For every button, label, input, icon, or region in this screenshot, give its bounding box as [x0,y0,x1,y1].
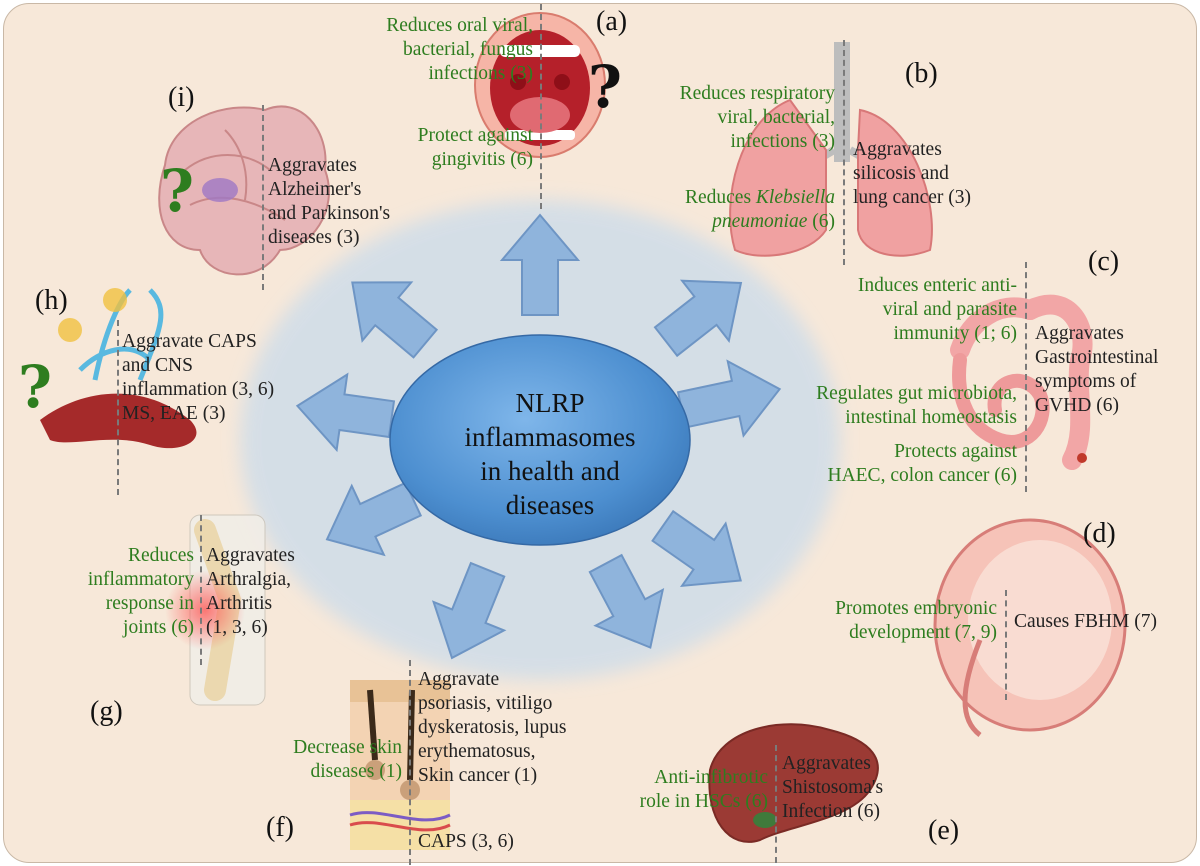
panel-f-harm-1: Aggravate psoriasis, vitiligo dyskeratos… [418,669,567,786]
panel-f-harm-2: CAPS (3, 6) [418,831,514,852]
arrow-down-left [431,561,507,660]
panel-b-benefit-2-italic-2: pneumoniae [712,211,808,232]
panel-c-harm-1: Aggravates Gastrointestinal symptoms of … [1035,323,1159,416]
panel-b-benefit-2: Reduces Klebsiella pneumoniae (6) [630,186,835,234]
hub-ellipse [389,334,691,546]
center-title: NLRP inflammasomes in health and disease… [464,388,636,520]
label-d: (d) [1083,518,1116,549]
panel-c-benefit-2: Regulates gut microbiota, intestinal hom… [816,383,1017,428]
divider-f [409,660,411,865]
knee-illustration [165,514,266,706]
label-b: (b) [905,58,938,89]
question-mark-h: ? [18,353,52,421]
panel-h-harm-1: Aggravate CAPS and CNS inflammation (3, … [122,331,275,424]
arrow-left [295,372,396,453]
panel-b-benefit-2-suffix: (6) [807,211,835,232]
arrow-left-down [325,481,423,557]
panel-i-harm-1: Aggravates Alzheimer's and Parkinson's d… [268,155,391,248]
panel-a-benefit-1: Reduces oral viral, bacterial, fungus in… [386,15,533,84]
arrow-right [676,359,782,438]
panel-b-benefit-1: Reduces respiratory viral, bacterial, in… [679,83,835,152]
uterus-illustration [933,518,1127,737]
divider-d [1005,590,1007,700]
label-g: (g) [90,696,123,727]
lungs-illustration [729,42,933,257]
label-c: (c) [1088,246,1120,277]
arrow-down-right [651,509,742,588]
divider-c [1025,262,1027,492]
brain-illustration [158,105,330,276]
panel-b-harm-1: Aggravates silicosis and lung cancer (3) [853,139,972,208]
label-f: (f) [266,812,294,843]
intestine-illustration [950,294,1093,470]
question-mark-i: ? [160,157,194,225]
label-e: (e) [928,815,960,846]
panel-a-benefit-2: Protect against gingivitis (6) [417,125,533,170]
label-h: (h) [35,285,68,316]
label-i: (i) [168,82,195,113]
arrow-up [499,213,581,316]
panel-e-harm-1: Aggravates Shistosoma's Infection (6) [782,753,884,822]
question-mark-a: ? [588,53,622,121]
arrow-down [588,553,665,649]
panel-b-benefit-2-prefix: Reduces [684,187,756,208]
panel-g-harm-1: Aggravates Arthralgia, Arthritis (1, 3, … [206,545,295,638]
divider-h [117,320,119,495]
arrow-up-right [653,279,743,358]
divider-a [540,4,542,209]
panel-c-benefit-1: Induces enteric anti- viral and parasite… [857,275,1017,344]
panel-b-benefit-2-italic-1: Klebsiella [755,187,835,208]
panel-g-benefit-1: Reduces inflammatory response in joints … [87,545,194,638]
panel-d-benefit-1: Promotes embryonic development (7, 9) [835,598,997,643]
divider-g [200,515,202,665]
divider-i [262,105,264,290]
liver-illustration [708,723,879,843]
panel-d-harm-1: Causes FBHM (7) [1014,611,1158,632]
divider-b [843,40,845,265]
panel-e-benefit-1: Anti-infibrotic role in HSCs (6) [639,767,768,812]
panel-f-benefit-1: Decrease skin diseases (1) [293,737,402,782]
divider-e [775,745,777,863]
arrows [295,213,782,660]
label-a: (a) [596,6,628,37]
arrow-up-left [351,281,439,359]
panel-c-benefit-3: Protects against HAEC, colon cancer (6) [827,441,1017,486]
